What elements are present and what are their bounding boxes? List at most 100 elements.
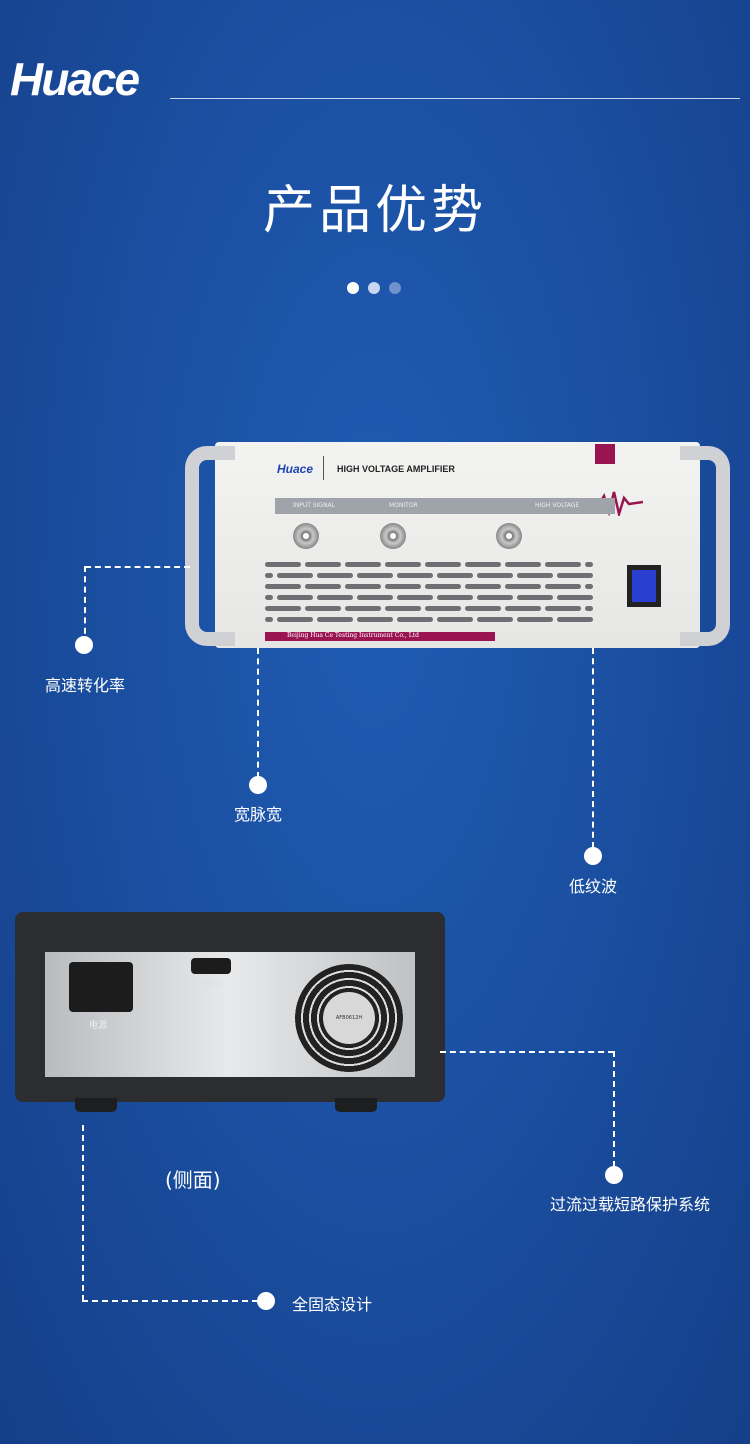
vent-slot — [557, 573, 593, 578]
vent-slot — [585, 562, 593, 567]
header-divider — [170, 98, 740, 99]
power-label: 电源 — [89, 1021, 108, 1031]
callout-line — [592, 648, 594, 848]
vent-slot — [505, 584, 541, 589]
side-view-caption: (侧面) — [165, 1168, 221, 1192]
manufacturer-strip: Beijing Hua Ce Testing Instrument Co., L… — [265, 632, 495, 641]
vent-slot — [557, 595, 593, 600]
vent-slot — [465, 562, 501, 567]
vent-slot — [505, 606, 541, 611]
port-label-band: INPUT SIGNAL MONITOR HIGH VOLTAGE — [275, 498, 615, 514]
rs232-label: RS232 — [201, 980, 224, 988]
vent-slot — [397, 573, 433, 578]
callout-dot — [249, 776, 267, 794]
vent-slot — [545, 562, 581, 567]
vent-slot — [437, 617, 473, 622]
device-logo: Huace — [277, 462, 314, 476]
vent-slot — [477, 573, 513, 578]
port-label-input: INPUT SIGNAL — [293, 502, 336, 509]
callout-line — [84, 566, 86, 644]
vent-slot — [585, 606, 593, 611]
vent-slot — [265, 606, 301, 611]
vent-slot — [317, 595, 353, 600]
port-label-monitor: MONITOR — [389, 502, 418, 509]
callout-line — [85, 566, 190, 568]
vent-slot — [425, 584, 461, 589]
vent-slot — [305, 584, 341, 589]
right-handle — [680, 446, 730, 646]
vent-slot — [465, 584, 501, 589]
vent-slot — [265, 595, 273, 600]
logo-divider — [323, 456, 324, 480]
front-panel: Huace HIGH VOLTAGE AMPLIFIER INPUT SIGNA… — [215, 442, 700, 648]
callout-line — [82, 1300, 258, 1302]
foot-left — [75, 1098, 117, 1112]
callout-dot — [257, 1292, 275, 1310]
rs232-port — [191, 958, 231, 974]
hv-bnc-connector[interactable] — [496, 523, 522, 549]
feature-slew-rate: 高速转化率 — [44, 676, 126, 695]
vent-slot — [317, 573, 353, 578]
vent-slot — [437, 595, 473, 600]
vent-slot — [265, 562, 301, 567]
vent-slot — [277, 617, 313, 622]
pager-dot-3 — [389, 282, 401, 294]
feature-protection: 过流过载短路保护系统 — [549, 1195, 711, 1214]
input-bnc-connector[interactable] — [293, 523, 319, 549]
vent-slot — [305, 606, 341, 611]
rear-plate: 电源 RS232 AFB0612H — [45, 952, 415, 1077]
vent-slot — [277, 595, 313, 600]
callout-line — [257, 648, 259, 778]
pager-dot-1 — [347, 282, 359, 294]
vent-slot — [425, 562, 461, 567]
vent-slot — [477, 617, 513, 622]
accent-block — [595, 444, 615, 464]
vent-slot — [465, 606, 501, 611]
vent-slot — [345, 606, 381, 611]
vent-slot — [517, 617, 553, 622]
vent-slot — [397, 595, 433, 600]
vent-slot — [265, 617, 273, 622]
vent-slot — [437, 573, 473, 578]
vent-slot — [397, 617, 433, 622]
vent-slot — [385, 606, 421, 611]
vent-slot — [477, 595, 513, 600]
callout-line — [440, 1051, 614, 1053]
huace-logo: Huace — [10, 53, 140, 105]
callout-dot — [584, 847, 602, 865]
foot-right — [335, 1098, 377, 1112]
vent-slot — [585, 584, 593, 589]
vent-slot — [357, 595, 393, 600]
callout-line — [613, 1051, 615, 1167]
vent-slot — [557, 617, 593, 622]
monitor-bnc-connector[interactable] — [380, 523, 406, 549]
feature-solid-state: 全固态设计 — [292, 1295, 373, 1314]
front-panel-device: Huace HIGH VOLTAGE AMPLIFIER INPUT SIGNA… — [185, 442, 730, 648]
vent-slot — [265, 573, 273, 578]
vent-grille — [265, 562, 593, 624]
vent-slot — [505, 562, 541, 567]
feature-low-ripple: 低纹波 — [568, 877, 618, 896]
cooling-fan: AFB0612H — [295, 964, 403, 1072]
vent-slot — [277, 573, 313, 578]
fan-label: AFB0612H — [323, 992, 375, 1044]
vent-slot — [385, 584, 421, 589]
vent-slot — [345, 562, 381, 567]
vent-slot — [357, 617, 393, 622]
vent-slot — [517, 573, 553, 578]
vent-slot — [305, 562, 341, 567]
power-switch[interactable] — [627, 565, 661, 607]
vent-slot — [545, 606, 581, 611]
rear-panel-device: 电源 RS232 AFB0612H — [15, 912, 445, 1112]
port-label-hv: HIGH VOLTAGE — [535, 502, 580, 509]
vent-slot — [317, 617, 353, 622]
vent-slot — [545, 584, 581, 589]
vent-slot — [345, 584, 381, 589]
callout-dot — [75, 636, 93, 654]
power-inlet — [69, 962, 133, 1012]
vent-slot — [357, 573, 393, 578]
feature-wide-pulse: 宽脉宽 — [233, 805, 283, 824]
pager-dot-2 — [368, 282, 380, 294]
vent-slot — [425, 606, 461, 611]
page-title: 产品优势 — [262, 181, 487, 241]
